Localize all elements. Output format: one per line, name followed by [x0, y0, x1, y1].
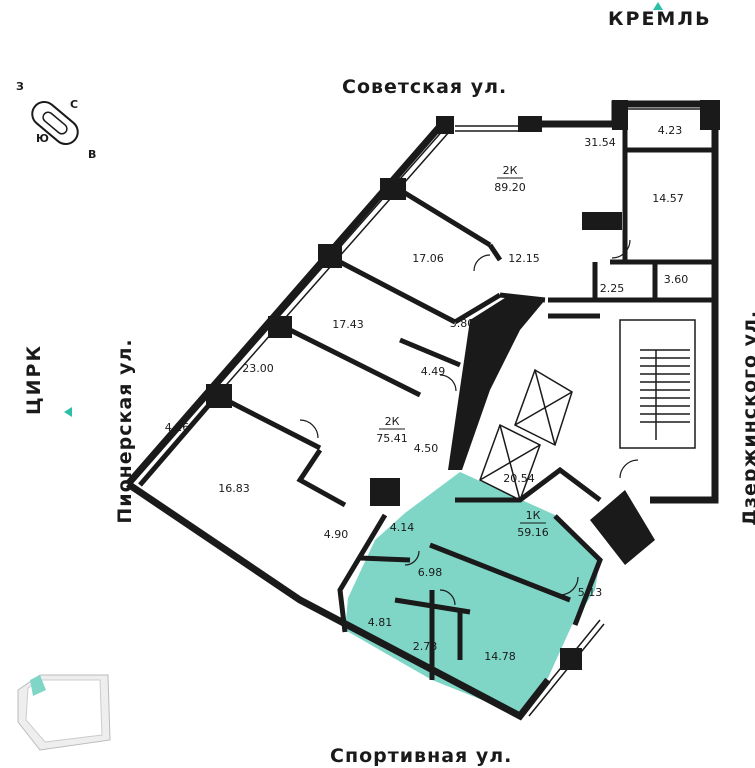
apartment-total-area: 89.20 — [494, 181, 526, 194]
interior-wall — [288, 327, 461, 398]
apartment-1k-highlight[interactable] — [345, 472, 600, 715]
room-area-label: 4.81 — [368, 616, 393, 629]
room-area-label: 3.80 — [450, 317, 475, 330]
interior-wall — [398, 187, 503, 262]
room-area-label: 14.57 — [652, 192, 684, 205]
apartment-type-label: 2К — [385, 415, 400, 428]
room-area-label: 4.23 — [658, 124, 683, 137]
room-area-label: 12.15 — [508, 252, 540, 265]
door-icon — [619, 459, 639, 479]
corridor-wall — [448, 296, 545, 470]
wall-pier — [582, 212, 622, 230]
door-icon — [439, 374, 457, 392]
wall-pier — [560, 648, 582, 670]
compass-west-label: З — [16, 80, 24, 93]
room-area-label: 6.98 — [418, 566, 443, 579]
wall-pier — [612, 100, 628, 130]
room-area-label: 20.54 — [503, 472, 535, 485]
door-icon — [404, 550, 420, 566]
room-area-label: 14.78 — [484, 650, 516, 663]
elevator-shaft — [479, 368, 573, 502]
wall-pier — [518, 116, 542, 132]
wall-pier — [436, 116, 454, 134]
room-area-label: 17.43 — [332, 318, 364, 331]
street-south-label: Спортивная ул. — [330, 745, 513, 767]
interior-wall — [296, 448, 347, 508]
room-area-label: 4.49 — [421, 365, 446, 378]
stairwell — [619, 319, 696, 449]
apartment-type-label: 1К — [526, 509, 541, 522]
interior-wall — [592, 130, 715, 300]
door-icon — [611, 239, 631, 259]
wall-pier — [370, 478, 400, 506]
room-area-label: 17.06 — [412, 252, 444, 265]
door-icon — [299, 419, 319, 439]
room-area-label: 4.14 — [390, 521, 415, 534]
room-area-label: 31.54 — [584, 136, 616, 149]
wall-pier — [380, 178, 406, 200]
key-plan-highlight — [30, 675, 46, 696]
interior-wall — [359, 542, 571, 603]
key-plan-map — [17, 674, 111, 751]
door-icon — [559, 576, 579, 596]
circus-pointer-icon — [64, 407, 72, 417]
room-area-label: 16.83 — [218, 482, 250, 495]
interior-wall — [553, 514, 603, 626]
room-area-label: 4.26 — [165, 421, 190, 434]
wall-pier — [318, 244, 342, 268]
compass-north-label: С — [70, 98, 78, 111]
compass-east-label: В — [88, 148, 96, 161]
wall-pier — [268, 316, 292, 338]
interior-wall — [548, 297, 715, 319]
landmark-kremlin: КРЕМЛЬ — [608, 8, 712, 30]
room-area-label: 2.25 — [600, 282, 625, 295]
room-area-label: 3.60 — [664, 273, 689, 286]
street-north-label: Советская ул. — [342, 76, 508, 98]
room-area-label: 5.13 — [578, 586, 603, 599]
compass-icon — [31, 101, 79, 145]
door-icon — [439, 589, 456, 606]
kremlin-pointer-icon — [653, 2, 663, 10]
apartment-total-area: 75.41 — [376, 432, 408, 445]
interior-wall — [455, 466, 602, 503]
interior-wall — [394, 590, 471, 680]
window-strip — [623, 103, 700, 110]
compass-south-label: Ю — [36, 132, 49, 145]
room-area-label: 4.90 — [324, 528, 349, 541]
wall-pier — [590, 490, 655, 565]
interior-wall — [337, 513, 388, 633]
door-icon — [473, 254, 491, 272]
wall-pier — [700, 100, 720, 130]
room-area-label: 23.00 — [242, 362, 274, 375]
apartment-type-label: 2К — [503, 164, 518, 177]
apartment-total-area: 59.16 — [517, 526, 549, 539]
interior-wall — [338, 259, 546, 325]
room-area-label: 4.50 — [414, 442, 439, 455]
room-area-label: 2.78 — [413, 640, 438, 653]
interior-wall — [138, 396, 322, 487]
